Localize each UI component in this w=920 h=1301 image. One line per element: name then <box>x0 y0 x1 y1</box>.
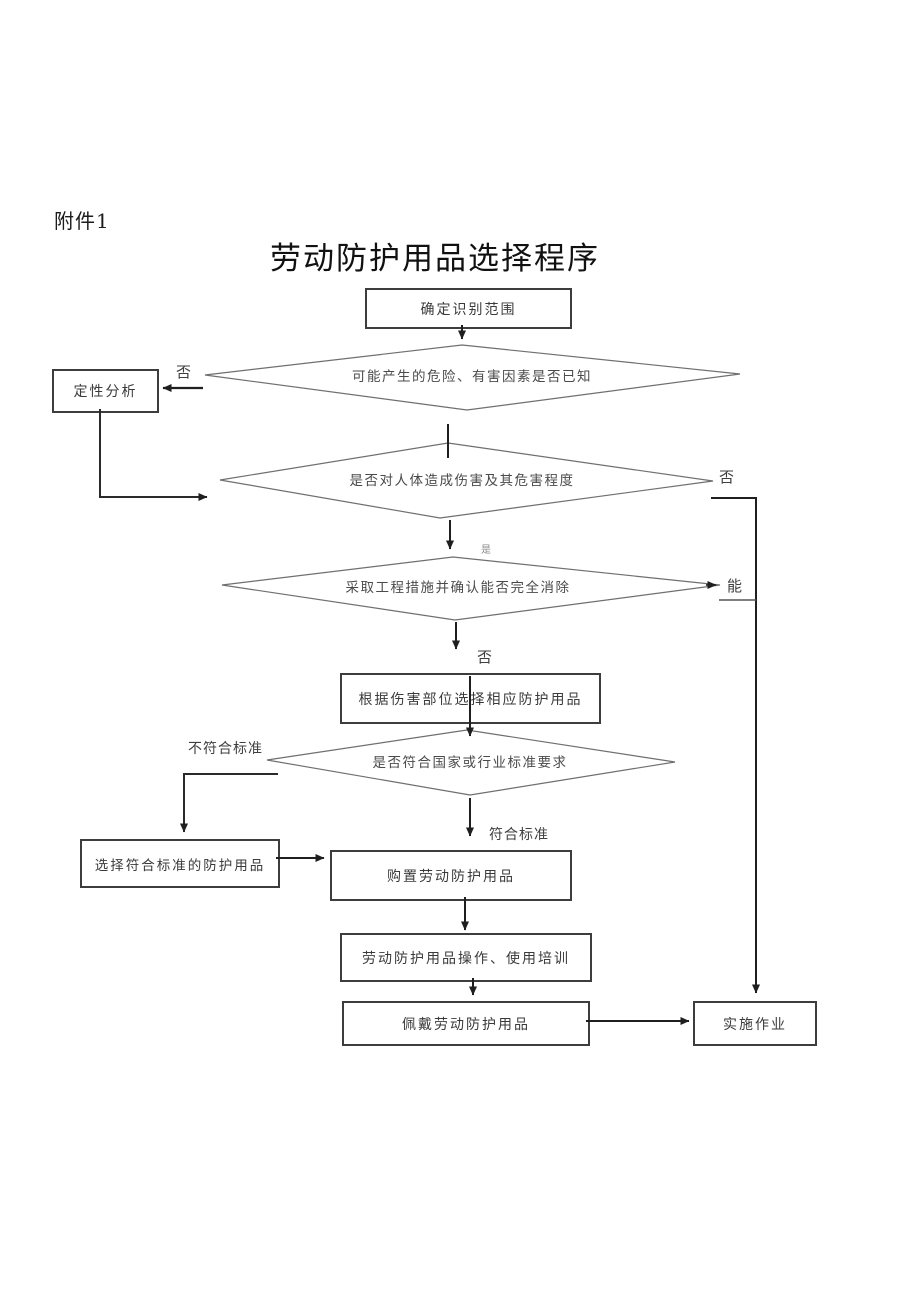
decision-label-meets-standards: 是否符合国家或行业标准要求 <box>372 755 568 771</box>
flow-box-label: 确定识别范围 <box>420 301 517 318</box>
flow-box-qualitative-analysis: 定性分析 <box>52 369 159 413</box>
flow-box-label: 实施作业 <box>723 1016 787 1033</box>
flow-box-label: 选择符合标准的防护用品 <box>94 857 266 874</box>
decision-diamond-engineering-measures <box>221 556 721 621</box>
decision-label-harm-degree: 是否对人体造成伤害及其危害程度 <box>349 473 575 489</box>
edge-label-can-eliminate: 能 <box>727 577 744 595</box>
flow-box-wear-ppe: 佩戴劳动防护用品 <box>342 1001 590 1046</box>
flow-box-identify-scope: 确定识别范围 <box>365 288 572 329</box>
attachment-label: 附件1 <box>54 209 110 233</box>
arrow-qualitative-to-harm <box>99 409 208 501</box>
decision-diamond-hazard-known <box>204 344 741 411</box>
edge-label-no-harm: 否 <box>719 468 736 486</box>
flow-box-label: 劳动防护用品操作、使用培训 <box>362 950 570 967</box>
edge-label-cannot-eliminate: 否 <box>477 648 494 666</box>
flow-box-label: 定性分析 <box>73 384 138 400</box>
flow-box-select-standard-ppe: 选择符合标准的防护用品 <box>80 839 280 888</box>
flow-box-label: 佩戴劳动防护用品 <box>402 1016 530 1033</box>
decision-label-engineering-measures: 采取工程措施并确认能否完全消除 <box>345 580 571 596</box>
flow-box-training: 劳动防护用品操作、使用培训 <box>340 933 592 982</box>
flow-box-label: 购置劳动防护用品 <box>387 868 515 885</box>
flow-box-purchase-ppe: 购置劳动防护用品 <box>330 850 572 901</box>
flow-box-implement-work: 实施作业 <box>693 1001 817 1046</box>
decision-diamond-meets-standards <box>266 729 676 796</box>
edge-label-not-meet-standard: 不符合标准 <box>188 741 263 757</box>
arrow-no-harm-to-implement <box>711 497 760 994</box>
page-title: 劳动防护用品选择程序 <box>270 241 600 277</box>
decision-label-hazard-known: 可能产生的危险、有害因素是否已知 <box>352 369 592 385</box>
decision-diamond-harm-degree <box>219 442 714 519</box>
edge-label-yes-harm: 是 <box>481 545 492 556</box>
arrow-notmeet-to-select-standard <box>180 773 278 833</box>
edge-label-meet-standard: 符合标准 <box>489 827 549 843</box>
edge-label-no-hazard-unknown: 否 <box>176 363 193 381</box>
